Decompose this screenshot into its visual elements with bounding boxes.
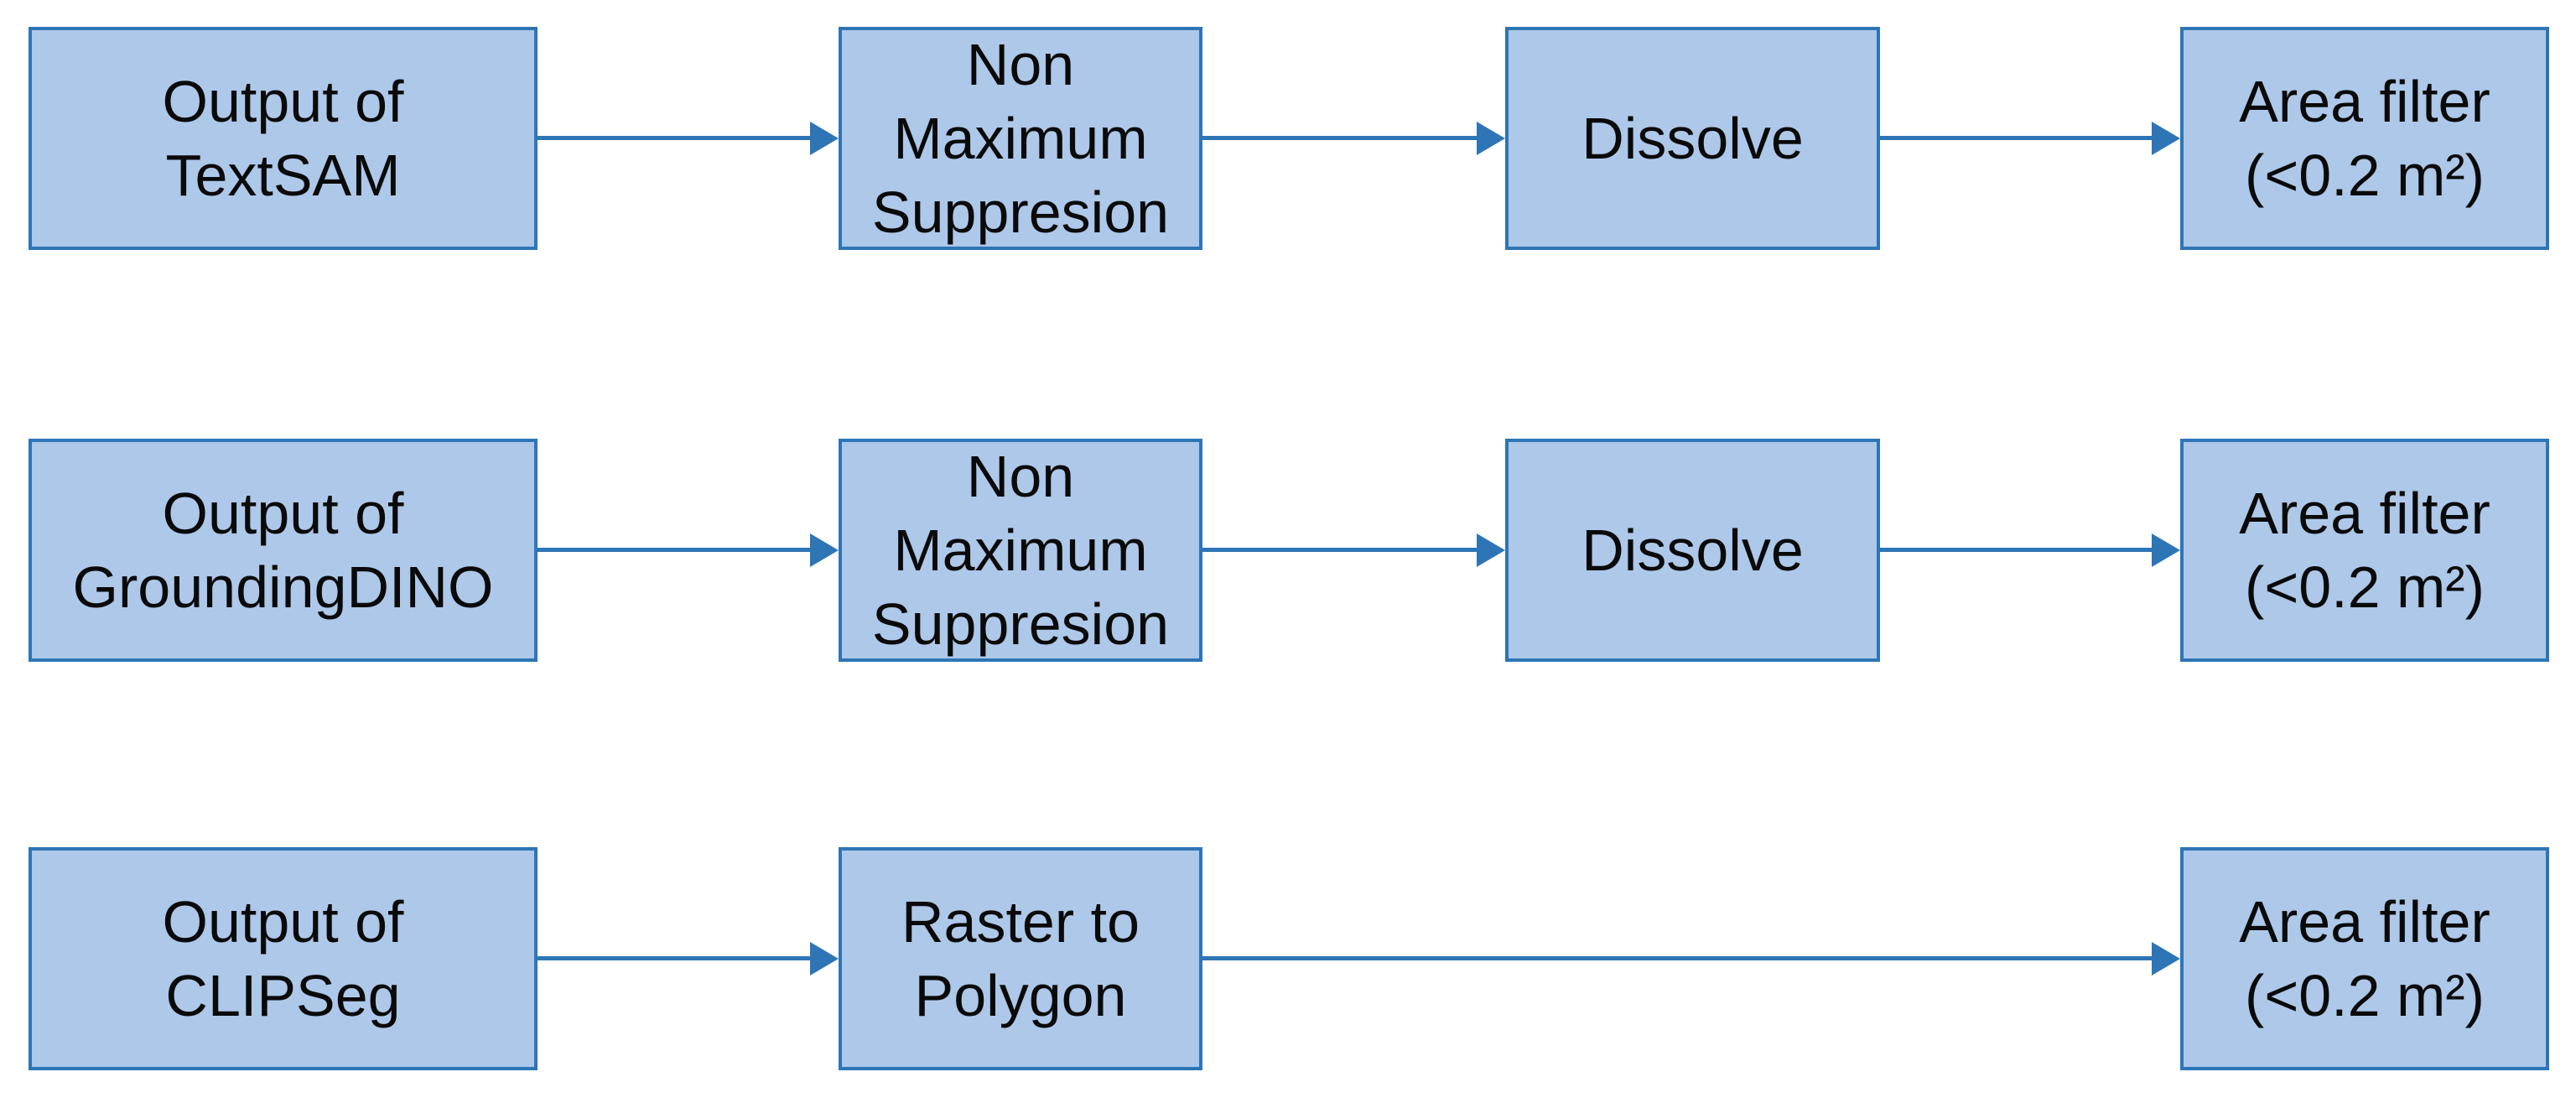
arrow-dissolve-to-area-filter-2 [1880, 533, 2180, 567]
arrow-nms-to-dissolve-2 [1202, 533, 1505, 567]
arrow-clipseg-to-raster-to-polygon [538, 942, 839, 976]
arrow-shaft [538, 136, 817, 140]
arrow-head-icon [810, 533, 839, 567]
arrow-groundingdino-to-nms [538, 533, 839, 567]
node-output-groundingdino: Output of GroundingDINO [29, 439, 538, 662]
node-non-maximum-suppresion-2: Non Maximum Suppresion [839, 439, 1202, 662]
arrow-shaft [538, 548, 817, 552]
node-output-clipseg: Output of CLIPSeg [29, 847, 538, 1070]
arrow-raster-to-polygon-to-area-filter-3 [1202, 942, 2180, 976]
arrow-shaft [1880, 136, 2158, 140]
node-area-filter-3: Area filter (<0.2 m²) [2180, 847, 2549, 1070]
node-dissolve-2: Dissolve [1505, 439, 1880, 662]
node-area-filter-2: Area filter (<0.2 m²) [2180, 439, 2549, 662]
arrow-shaft [1880, 548, 2158, 552]
node-raster-to-polygon: Raster to Polygon [839, 847, 1202, 1070]
arrow-head-icon [2152, 942, 2180, 976]
arrow-head-icon [810, 942, 839, 976]
arrow-head-icon [2152, 533, 2180, 567]
arrow-nms-to-dissolve-1 [1202, 122, 1505, 155]
arrow-dissolve-to-area-filter-1 [1880, 122, 2180, 155]
arrow-head-icon [2152, 122, 2180, 155]
node-dissolve-1: Dissolve [1505, 27, 1880, 250]
arrow-head-icon [1477, 533, 1505, 567]
arrow-shaft [1202, 548, 1483, 552]
node-area-filter-1: Area filter (<0.2 m²) [2180, 27, 2549, 250]
node-output-textsam: Output of TextSAM [29, 27, 538, 250]
arrow-head-icon [1477, 122, 1505, 155]
node-non-maximum-suppresion-1: Non Maximum Suppresion [839, 27, 1202, 250]
arrow-head-icon [810, 122, 839, 155]
arrow-shaft [1202, 136, 1483, 140]
arrow-textsam-to-nms [538, 122, 839, 155]
arrow-shaft [538, 956, 817, 960]
arrow-shaft [1202, 956, 2158, 960]
